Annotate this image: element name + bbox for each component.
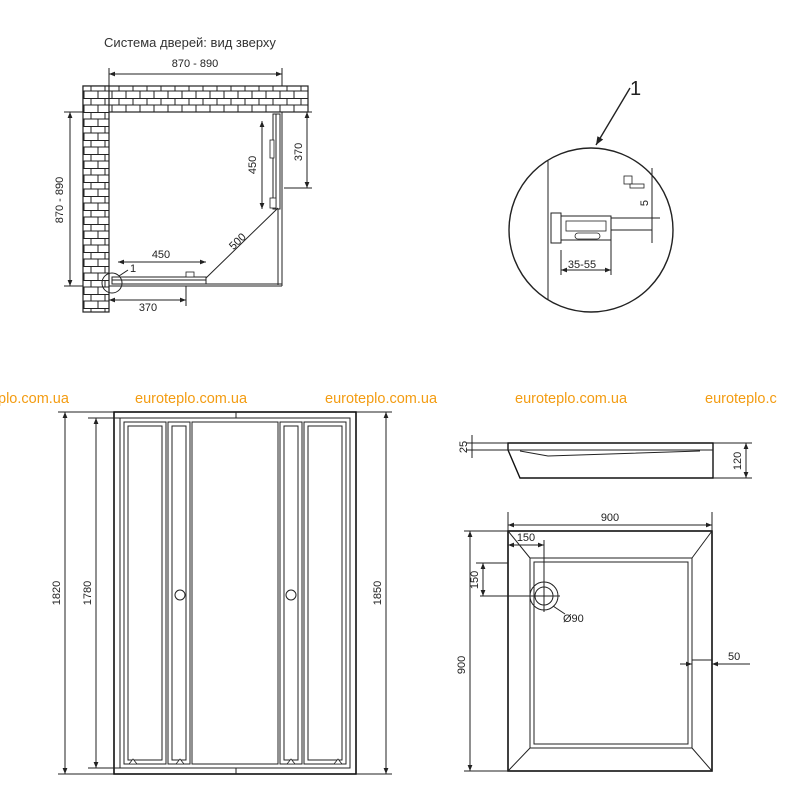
front-right-panel bbox=[303, 421, 347, 765]
tray-top-view: Ø90 900 150 150 900 50 bbox=[456, 512, 750, 772]
plan-door-450-label: 450 bbox=[247, 156, 259, 174]
tray-lip-25-label: 25 bbox=[458, 441, 470, 453]
watermark-1: euroteplo.com.ua bbox=[135, 391, 248, 407]
detail-circle bbox=[508, 147, 674, 313]
watermark-partial-left: plo.com.ua bbox=[0, 391, 70, 407]
plan-title: Система дверей: вид зверху bbox=[104, 35, 276, 50]
watermark-3: euroteplo.com.ua bbox=[515, 391, 628, 407]
front-1850-label: 1850 bbox=[372, 581, 384, 605]
detail-dim-5-label: 5 bbox=[639, 200, 651, 206]
tray-side-outline bbox=[507, 442, 714, 479]
right-handle-icon bbox=[285, 589, 297, 601]
plan-callout-circle bbox=[101, 272, 123, 294]
tray-rim-50-label: 50 bbox=[728, 651, 740, 663]
wall-top bbox=[82, 85, 309, 113]
watermark-partial-right: euroteplo.c bbox=[705, 391, 777, 407]
watermark-2: euroteplo.com.ua bbox=[325, 391, 438, 407]
plan-top-width-label: 870 - 890 bbox=[172, 58, 218, 70]
watermark-row: plo.com.ua euroteplo.com.ua euroteplo.co… bbox=[0, 391, 777, 407]
tray-outer bbox=[507, 530, 713, 772]
detail-callout-number: 1 bbox=[630, 78, 641, 100]
detail-view: 1 5 35-55 bbox=[508, 78, 674, 313]
plan-callout-number: 1 bbox=[130, 263, 136, 275]
drain-y-150-label: 150 bbox=[469, 571, 481, 589]
wall-left bbox=[82, 85, 110, 313]
tray-width-900-label: 900 bbox=[601, 512, 619, 524]
tray-inner bbox=[529, 557, 693, 749]
plan-diagonal-500-label: 500 bbox=[227, 231, 249, 252]
front-view: 1820 1780 1850 bbox=[51, 411, 392, 775]
tray-height-120-label: 120 bbox=[732, 452, 744, 470]
plan-bottom-450-label: 450 bbox=[152, 249, 170, 261]
plan-bottom-370-label: 370 bbox=[139, 302, 157, 314]
plan-view: Система дверей: вид зверху 870 - 890 870… bbox=[54, 35, 312, 314]
tray-side-view: 25 120 bbox=[458, 435, 752, 479]
plan-door-370-label: 370 bbox=[293, 143, 305, 161]
front-outer-frame bbox=[113, 411, 357, 775]
left-handle-icon bbox=[174, 589, 186, 601]
tray-height-900-label: 900 bbox=[456, 656, 468, 674]
front-1820-label: 1820 bbox=[51, 581, 63, 605]
front-center-panel bbox=[191, 421, 279, 765]
detail-range-label: 35-55 bbox=[568, 259, 596, 271]
drain-diameter-label: Ø90 bbox=[563, 613, 584, 625]
front-1780-label: 1780 bbox=[82, 581, 94, 605]
front-left-panel bbox=[123, 421, 167, 765]
drain-x-150-label: 150 bbox=[517, 532, 535, 544]
plan-left-height-label: 870 - 890 bbox=[54, 177, 66, 223]
